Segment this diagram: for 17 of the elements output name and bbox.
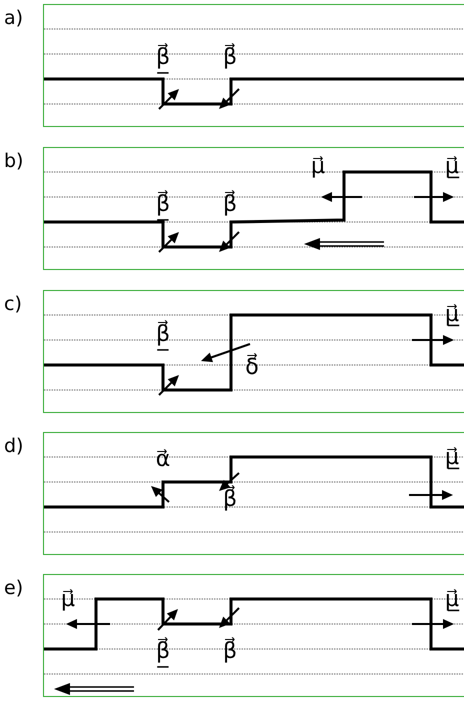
panel-label: a) <box>4 7 24 29</box>
vector-symbol: μ⃗ <box>61 587 75 613</box>
vector-symbol: μ̲⃗ <box>445 587 459 613</box>
vector-symbol: α⃗ <box>156 447 170 473</box>
vector-symbol: β⃗ <box>222 45 238 71</box>
vector-symbol: β⃗ <box>222 487 238 513</box>
vector-symbol: β⃗ <box>222 192 238 218</box>
panel-label: c) <box>4 293 22 315</box>
vector-symbol: μ̲⃗ <box>445 445 459 471</box>
panel-label: e) <box>4 577 24 599</box>
vector-symbol: μ⃗ <box>311 154 325 180</box>
vector-symbol: μ̲⃗ <box>445 154 459 180</box>
vector-symbol: μ̲⃗ <box>445 302 459 328</box>
vector-symbol: δ⃗ <box>245 355 259 381</box>
vector-symbol: β⃗ <box>222 639 238 665</box>
panel-label: b) <box>4 150 24 172</box>
panel-label: d) <box>4 435 24 457</box>
